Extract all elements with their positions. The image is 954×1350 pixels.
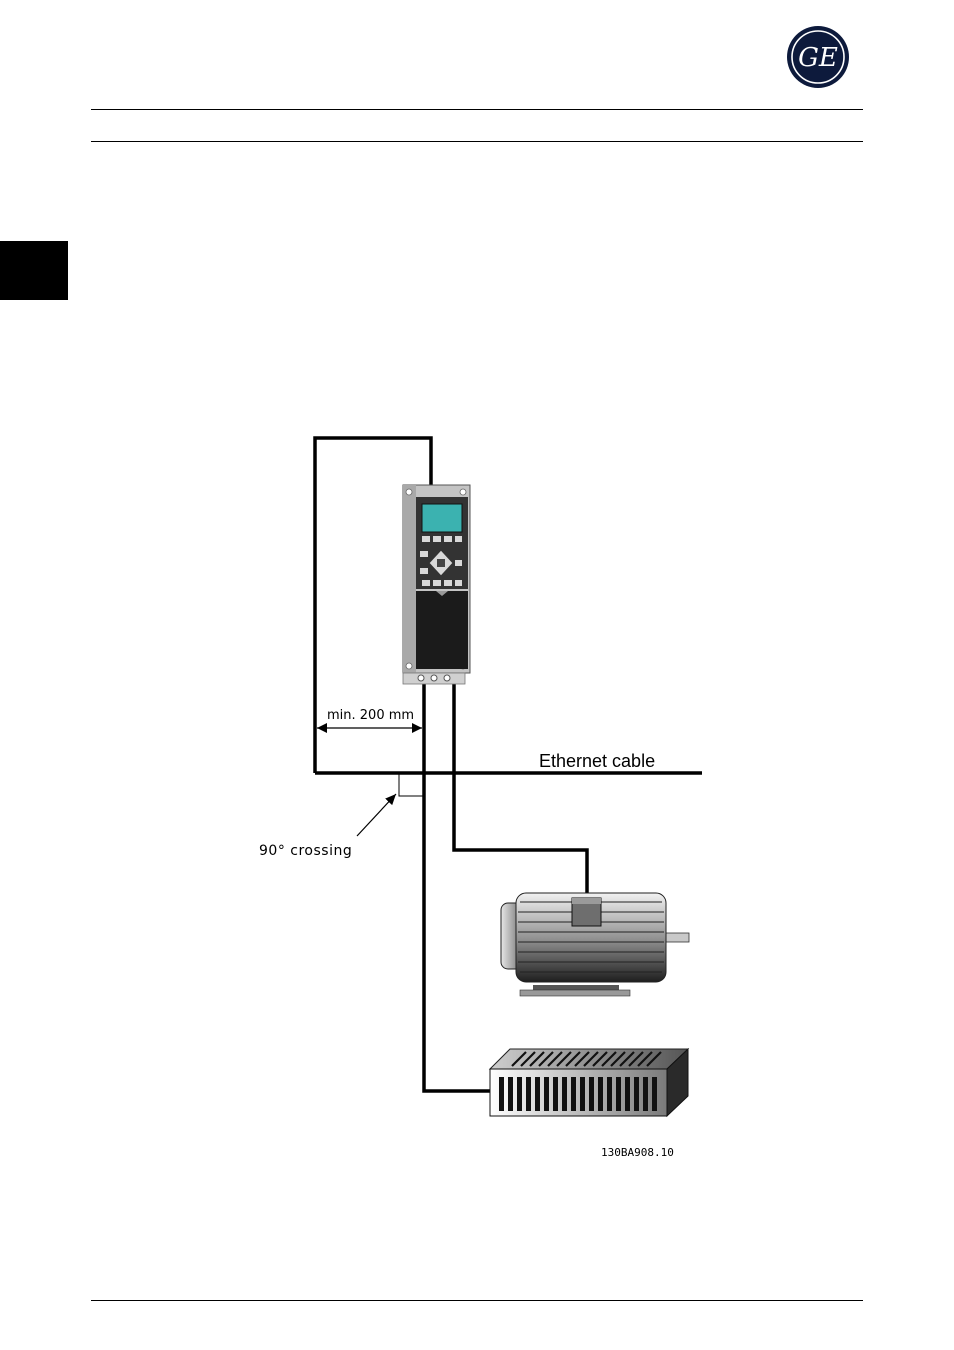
crossing-label: 90° crossing bbox=[259, 843, 352, 859]
dimension-arrow-left bbox=[317, 723, 327, 733]
min-distance-label: min. 200 mm bbox=[327, 708, 414, 723]
lcd-display bbox=[422, 504, 462, 532]
frequency-converter bbox=[403, 485, 470, 684]
dimension-arrow-right bbox=[412, 723, 422, 733]
crossing-arrow bbox=[357, 794, 396, 836]
resistor-cable bbox=[424, 684, 490, 1091]
motor bbox=[501, 893, 689, 996]
brake-resistor bbox=[490, 1049, 688, 1116]
ethernet-cable-label: Ethernet cable bbox=[539, 751, 655, 771]
crossing-marker bbox=[399, 773, 423, 796]
figure-code: 130BA908.10 bbox=[601, 1146, 674, 1159]
motor-cable bbox=[454, 684, 587, 895]
